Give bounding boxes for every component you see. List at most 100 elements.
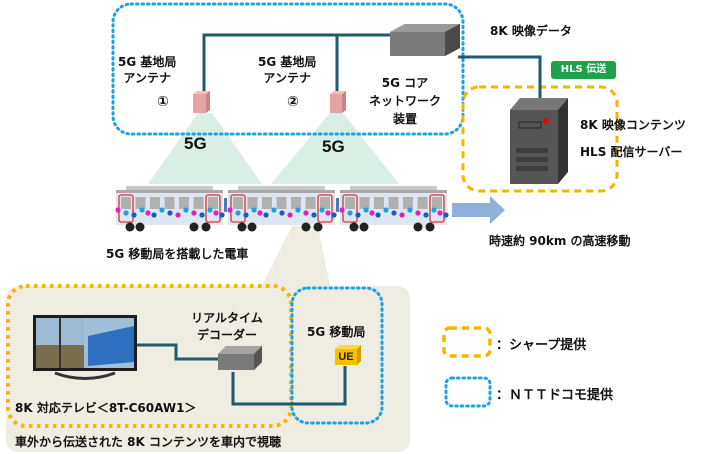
train-dot (423, 212, 429, 218)
train-wheel (135, 222, 145, 232)
beam1-label: 5G (184, 134, 207, 153)
train-window (345, 197, 355, 209)
cable-decoder-ue (231, 366, 347, 406)
train-dot (363, 207, 369, 213)
train-caption: 5G 移動局を搭載した電車 (106, 247, 249, 261)
train-window (193, 197, 204, 209)
legend-label-ntt: ：ＮＴＴドコモ提供 (496, 387, 614, 402)
decoder-label: リアルタイム デコーダー (172, 310, 282, 344)
core-network-label: 5G コア ネットワーク 装置 (364, 74, 446, 128)
legend-swatch-sharp (442, 326, 492, 358)
cable-backbone (202, 33, 395, 92)
decoder-label-line1: リアルタイム (191, 311, 263, 325)
train-dot (303, 210, 309, 216)
train-dot (139, 207, 145, 213)
train-coupler (224, 198, 227, 212)
beam2-label: 5G (322, 137, 345, 156)
train-dot (207, 207, 213, 213)
decoder-label-line2: デコーダー (196, 328, 257, 342)
cable-to-server (458, 55, 542, 98)
train-dot (191, 210, 197, 216)
train-door (317, 194, 333, 223)
train-wheel (301, 222, 311, 232)
core-label-line2: ネットワーク (368, 94, 441, 108)
train-dot (391, 210, 397, 216)
motion-caption: 時速約 90km の高速移動 (489, 234, 631, 248)
train-dot (227, 207, 233, 213)
train-dot (287, 212, 293, 218)
train-roof (238, 186, 325, 190)
antenna2-label: 5G 基地局 アンテナ (258, 54, 316, 86)
train-dot (399, 212, 405, 218)
train-dot (437, 210, 443, 216)
train-dot (279, 210, 285, 216)
train-window (262, 197, 272, 209)
train-wheel (425, 222, 435, 232)
antenna1-label: 5G 基地局 アンテナ (118, 54, 176, 86)
train-dot (347, 210, 353, 216)
train-dot (263, 212, 269, 218)
train-window (417, 197, 428, 209)
train-dot (115, 207, 121, 213)
train-window (403, 197, 413, 209)
train-roof (126, 186, 213, 190)
train-window (247, 197, 258, 209)
train-dot (257, 210, 263, 216)
train-wheel (349, 222, 359, 232)
ntt-inset-box (290, 286, 384, 425)
train-dot (235, 210, 241, 216)
train-dot (271, 207, 277, 213)
train-window (208, 197, 218, 209)
train-dot (151, 212, 157, 218)
train-window (305, 197, 316, 209)
train-car-top-stripe (116, 190, 223, 193)
train-wheel (189, 222, 199, 232)
train-car-top-stripe (340, 190, 447, 193)
core-label-line3: 装置 (392, 112, 417, 126)
train-window (121, 197, 131, 209)
train-dot (369, 210, 375, 216)
antenna2-label-line1: 5G 基地局 (258, 55, 317, 69)
train-dot (243, 212, 249, 218)
train-dot (415, 210, 421, 216)
tv-icon (33, 315, 137, 380)
train-icon (115, 186, 449, 232)
train-dot (219, 212, 225, 218)
train-window (374, 197, 384, 209)
train-wheel (201, 222, 211, 232)
train-dot (319, 207, 325, 213)
train-wheel (413, 222, 423, 232)
cable-tv-decoder (137, 343, 220, 361)
ntt-network-box (111, 2, 465, 136)
train-dot (183, 207, 189, 213)
antenna-icon-2 (330, 91, 346, 113)
train-window (233, 197, 243, 209)
server-tower-icon (510, 98, 568, 184)
server-label-line2: HLS 配信サーバー (580, 145, 683, 159)
train-wheel (125, 222, 135, 232)
train-window (150, 197, 160, 209)
train-wheel (359, 222, 369, 232)
train-dot (213, 210, 219, 216)
inset-caption: 車外から伝送された 8K コンテンツを車内で視聴 (15, 435, 282, 449)
antenna-icon-1 (193, 91, 210, 113)
train-dot (355, 212, 361, 218)
train-window (388, 197, 399, 209)
train-wheel (313, 222, 323, 232)
train-window (320, 197, 330, 209)
train-dot (311, 212, 317, 218)
train-wheel (247, 222, 257, 232)
train-window (164, 197, 175, 209)
train-window (276, 197, 287, 209)
hls-transfer-badge: HLS 伝送 (551, 61, 616, 79)
train-dot (131, 212, 137, 218)
train-dot (251, 207, 257, 213)
train-window (359, 197, 370, 209)
train-dot (145, 210, 151, 216)
train-coupler (336, 198, 339, 212)
train-dot (407, 207, 413, 213)
mobile-station-label: 5G 移動局 (307, 325, 366, 339)
train-dot (199, 212, 205, 218)
train-car-top-stripe (228, 190, 335, 193)
